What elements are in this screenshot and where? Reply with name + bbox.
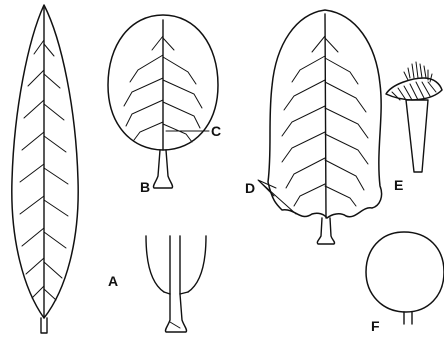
label-e: E: [394, 177, 403, 193]
leaf-b-ovate: [108, 15, 218, 188]
leaf-f-round: [366, 232, 444, 324]
label-f: F: [371, 318, 380, 334]
label-b: B: [140, 179, 150, 195]
label-a: A: [108, 273, 118, 289]
label-c: C: [211, 123, 221, 139]
petiole-detail: [146, 236, 206, 332]
leaf-d-broad: [258, 10, 382, 244]
label-d: D: [245, 180, 255, 196]
bud-e: [386, 62, 442, 172]
leaf-a-lanceolate: [12, 5, 78, 333]
